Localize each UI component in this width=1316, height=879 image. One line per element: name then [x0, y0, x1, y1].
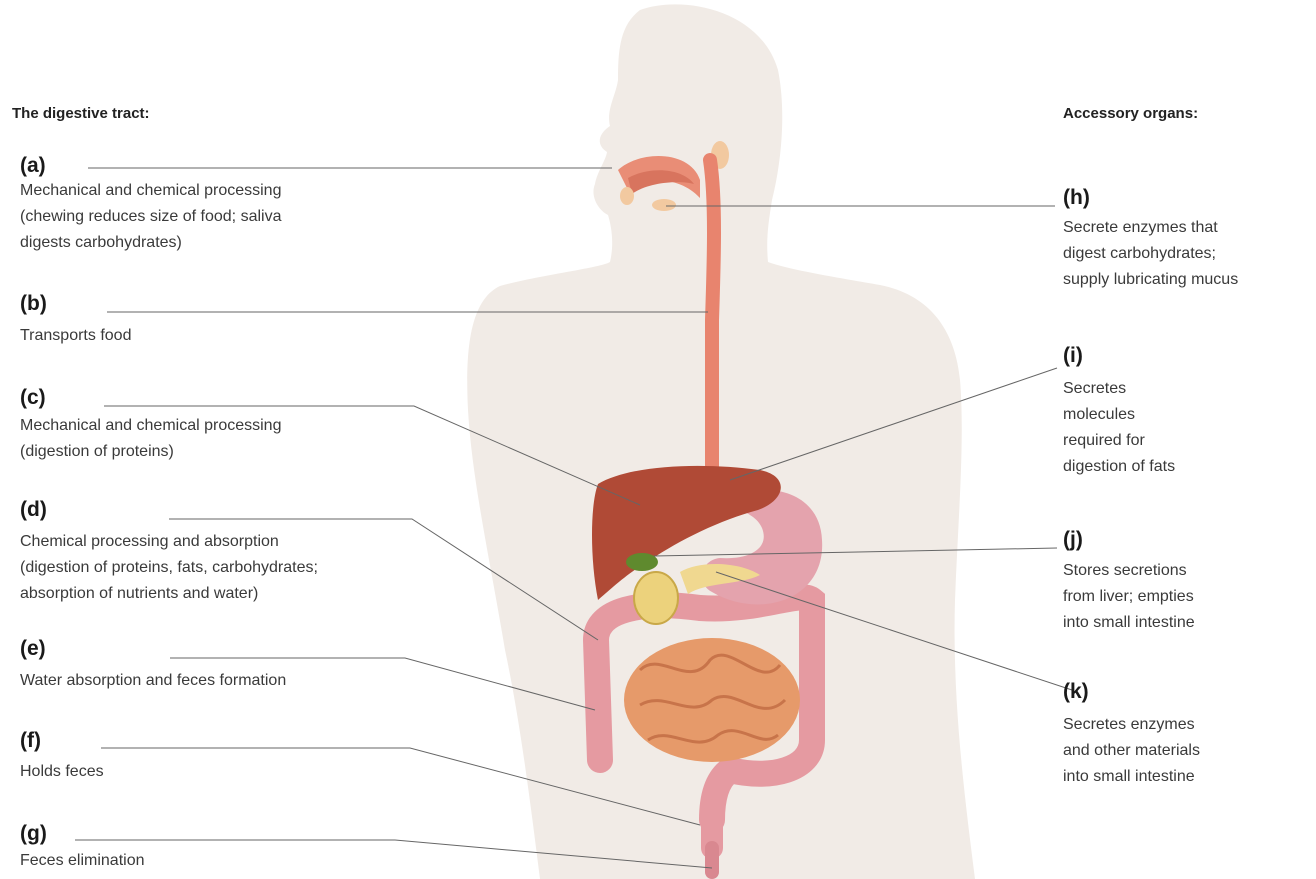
label-c-line: Mechanical and chemical processing — [20, 413, 281, 439]
label-i-line: Secretes — [1063, 376, 1175, 402]
label-h-line: Secrete enzymes that — [1063, 215, 1238, 241]
label-k-line: and other materials — [1063, 738, 1200, 764]
gallbladder — [626, 553, 658, 571]
label-j-line: Stores secretions — [1063, 558, 1195, 584]
label-c-line: (digestion of proteins) — [20, 439, 281, 465]
small-intestine — [624, 638, 800, 762]
label-b-description: Transports food — [20, 323, 131, 349]
label-j-line: into small intestine — [1063, 610, 1195, 636]
label-j-description: Stores secretions from liver; empties in… — [1063, 558, 1195, 636]
label-k-description: Secretes enzymes and other materials int… — [1063, 712, 1200, 790]
heading-digestive-tract: The digestive tract: — [12, 105, 150, 122]
label-f-description: Holds feces — [20, 759, 104, 785]
label-a-line: Mechanical and chemical processing — [20, 178, 281, 204]
label-e-letter: (e) — [20, 637, 46, 661]
label-k-line: into small intestine — [1063, 764, 1200, 790]
heading-accessory-organs: Accessory organs: — [1063, 105, 1198, 122]
label-e-description: Water absorption and feces formation — [20, 668, 286, 694]
label-b-letter: (b) — [20, 292, 47, 316]
salivary-gland-sublingual — [620, 187, 634, 205]
label-a-letter: (a) — [20, 154, 46, 178]
label-a-line: digests carbohydrates) — [20, 230, 281, 256]
label-g-description: Feces elimination — [20, 848, 145, 874]
label-d-line: (digestion of proteins, fats, carbohydra… — [20, 555, 318, 581]
salivary-gland-submandibular — [652, 199, 676, 211]
label-i-description: Secretes molecules required for digestio… — [1063, 376, 1175, 480]
label-d-line: Chemical processing and absorption — [20, 529, 318, 555]
label-j-letter: (j) — [1063, 528, 1083, 552]
label-b-line: Transports food — [20, 323, 131, 349]
label-c-letter: (c) — [20, 386, 46, 410]
label-a-line: (chewing reduces size of food; saliva — [20, 204, 281, 230]
label-g-line: Feces elimination — [20, 848, 145, 874]
label-e-line: Water absorption and feces formation — [20, 668, 286, 694]
label-i-line: digestion of fats — [1063, 454, 1175, 480]
label-d-letter: (d) — [20, 498, 47, 522]
label-i-line: molecules — [1063, 402, 1175, 428]
label-j-line: from liver; empties — [1063, 584, 1195, 610]
label-f-letter: (f) — [20, 729, 41, 753]
label-i-letter: (i) — [1063, 344, 1083, 368]
label-h-description: Secrete enzymes that digest carbohydrate… — [1063, 215, 1238, 293]
label-f-line: Holds feces — [20, 759, 104, 785]
label-h-letter: (h) — [1063, 186, 1090, 210]
label-h-line: digest carbohydrates; — [1063, 241, 1238, 267]
label-g-letter: (g) — [20, 822, 47, 846]
label-d-line: absorption of nutrients and water) — [20, 581, 318, 607]
label-i-line: required for — [1063, 428, 1175, 454]
label-k-letter: (k) — [1063, 680, 1089, 704]
label-c-description: Mechanical and chemical processing (dige… — [20, 413, 281, 465]
label-d-description: Chemical processing and absorption (dige… — [20, 529, 318, 607]
label-a-description: Mechanical and chemical processing (chew… — [20, 178, 281, 256]
label-h-line: supply lubricating mucus — [1063, 267, 1238, 293]
label-k-line: Secretes enzymes — [1063, 712, 1200, 738]
duodenum — [634, 572, 678, 624]
